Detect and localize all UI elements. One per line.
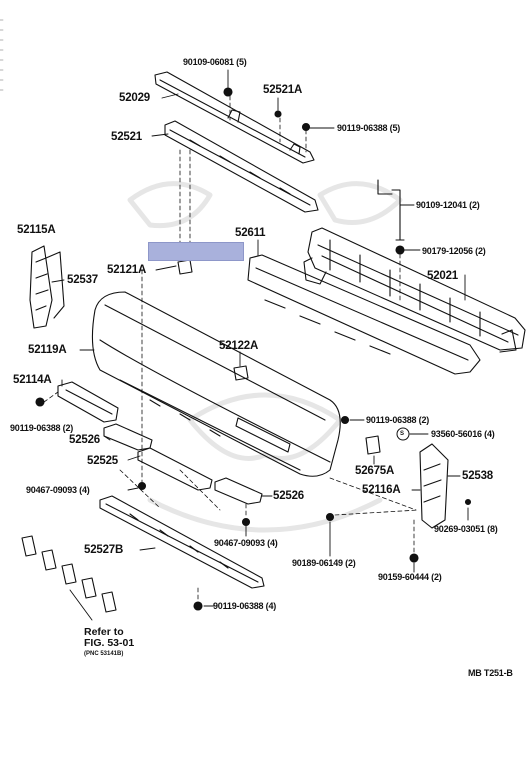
support-52116A-shape	[419, 443, 449, 529]
label-90109-06081: 90109-06081 (5)	[183, 57, 247, 67]
reinforcement-52521-shape	[164, 120, 319, 213]
retainer-52029-shape	[154, 71, 315, 164]
highlight-marker	[148, 242, 244, 261]
label-52675A: 52675A	[355, 465, 395, 477]
label-52537: 52537	[67, 274, 98, 286]
label-52116A: 52116A	[362, 484, 401, 496]
spacer-52525-shape	[137, 447, 213, 491]
label-52521: 52521	[111, 131, 142, 143]
label-52526-left: 52526	[69, 434, 100, 446]
label-52119A: 52119A	[28, 344, 67, 356]
label-52021: 52021	[427, 270, 458, 282]
label-90159-60444: 90159-60444 (2)	[378, 572, 442, 582]
label-52521A: 52521A	[263, 84, 303, 96]
label-52114A: 52114A	[13, 374, 52, 386]
bumper-cover-52119A-shape	[91, 291, 341, 477]
reinforcement-52527B-shape	[99, 495, 265, 589]
label-52526-right: 52526	[273, 490, 304, 502]
reference-note: Refer to FIG. 53-01 (PNC 53141B)	[84, 627, 134, 660]
fastener-shapes	[35, 87, 472, 611]
reference-line-3: (PNC 53141B)	[84, 651, 124, 657]
label-90179-12056: 90179-12056 (2)	[422, 246, 486, 256]
label-90109-12041: 90109-12041 (2)	[416, 200, 480, 210]
s-marker-circle	[396, 427, 410, 441]
absorber-52611-shape	[247, 254, 481, 375]
label-52029: 52029	[119, 92, 150, 104]
leader-lines	[51, 69, 469, 621]
s-marker-letter: S	[400, 431, 405, 437]
label-90119-06388-2-right: 90119-06388 (2)	[366, 415, 430, 425]
support-52115A-shape	[29, 245, 65, 329]
label-90119-06388-4: 90119-06388 (4)	[213, 601, 277, 611]
label-93560-56016: 93560-56016 (4)	[431, 429, 495, 439]
label-90119-06388-5: 90119-06388 (5)	[337, 123, 401, 133]
label-90269-03051: 90269-03051 (8)	[434, 524, 498, 534]
label-90467-09093-left: 90467-09093 (4)	[26, 485, 90, 495]
label-52122A: 52122A	[219, 340, 259, 352]
dashed-assembly-lines	[43, 95, 419, 603]
diagram-code: MB T251-B	[468, 668, 513, 678]
clips-53141B-shapes	[21, 535, 117, 613]
label-52525: 52525	[87, 455, 118, 467]
label-52527B: 52527B	[84, 544, 124, 556]
spacer-52526-shapes	[103, 423, 263, 505]
label-90119-06388-2-left: 90119-06388 (2)	[10, 423, 74, 433]
small-clips-shapes	[177, 259, 381, 455]
watermark-emblem	[127, 181, 403, 533]
margin-ticks	[0, 19, 4, 91]
label-52115A: 52115A	[17, 224, 56, 236]
bolt-90109-12041-shape	[377, 179, 405, 241]
label-52538: 52538	[462, 470, 493, 482]
label-90467-09093-right: 90467-09093 (4)	[214, 538, 278, 548]
label-52121A: 52121A	[107, 264, 147, 276]
bracket-52114A-shape	[57, 381, 119, 423]
reference-line-1: Refer to	[84, 626, 124, 638]
label-52611: 52611	[235, 227, 266, 239]
reinforcement-52021-shape	[303, 227, 526, 353]
label-90189-06149: 90189-06149 (2)	[292, 558, 356, 568]
reference-line-2: FIG. 53-01	[84, 637, 135, 649]
